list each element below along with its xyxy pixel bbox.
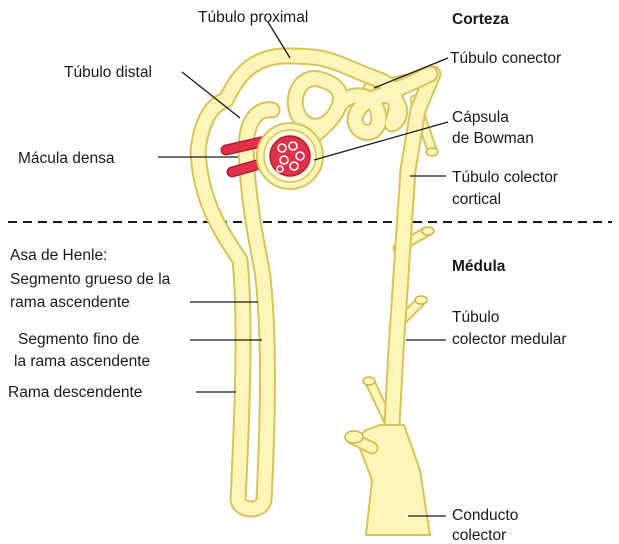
label-tubulo-conector: Túbulo conector <box>450 50 561 67</box>
label-tubulo-distal: Túbulo distal <box>64 64 152 81</box>
leader-lines <box>158 21 449 517</box>
label-conducto-line2: colector <box>452 527 506 544</box>
label-fino-line2: la rama ascendente <box>14 353 150 370</box>
label-conducto-line1: Conducto <box>452 507 518 524</box>
label-capsula-line2: de Bowman <box>452 130 534 147</box>
label-asa-line2: Segmento grueso de la <box>10 271 171 288</box>
label-medula: Médula <box>452 258 506 275</box>
label-tubulo-proximal: Túbulo proximal <box>198 9 308 26</box>
label-colector-cortical-line2: cortical <box>452 191 501 208</box>
label-macula-densa: Mácula densa <box>18 150 115 167</box>
bowman-capsule <box>256 122 324 190</box>
label-colector-medular-line1: Túbulo <box>452 309 499 326</box>
label-asa-line3: rama ascendente <box>10 294 130 311</box>
label-capsula-line1: Cápsula <box>452 109 509 126</box>
label-rama-descendente: Rama descendente <box>8 384 142 401</box>
label-fino-line1: Segmento fino de <box>18 331 140 348</box>
collecting-duct-system <box>344 65 442 536</box>
label-asa-line1: Asa de Henle: <box>10 247 107 264</box>
label-colector-cortical-line1: Túbulo colector <box>452 169 558 186</box>
label-corteza: Corteza <box>452 11 509 28</box>
nephron-tubule <box>189 47 439 518</box>
label-colector-medular-line2: colector medular <box>452 331 567 348</box>
